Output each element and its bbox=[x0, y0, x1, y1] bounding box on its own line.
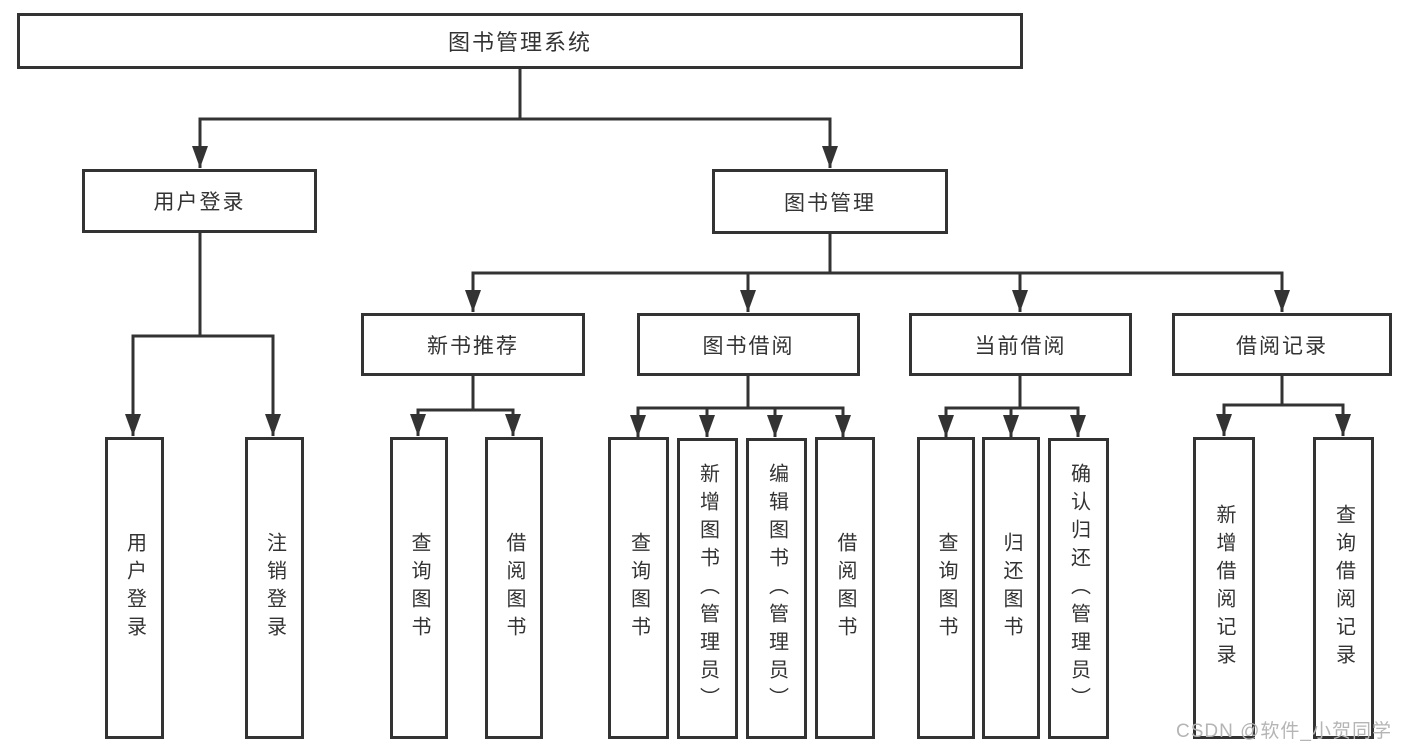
leaf-borrow-books-label: 借阅图书 bbox=[834, 532, 856, 644]
leaf-query-books-recommend: 查询图书 bbox=[390, 437, 448, 739]
leaf-add-borrow-record: 新增借阅记录 bbox=[1193, 437, 1255, 739]
leaf-confirm-return-admin-label: 确认归还（管理员） bbox=[1067, 462, 1090, 715]
node-new-book-recommend-label: 新书推荐 bbox=[427, 334, 519, 358]
csdn-watermark: CSDN @软件_小贺同学 bbox=[1176, 721, 1392, 742]
leaf-query-books-current: 查询图书 bbox=[917, 437, 975, 739]
node-root-label: 图书管理系统 bbox=[447, 30, 592, 55]
leaf-query-books-borrow-label: 查询图书 bbox=[627, 532, 650, 644]
leaf-borrow-books-recommend-label: 借阅图书 bbox=[503, 532, 525, 644]
leaf-return-books: 归还图书 bbox=[982, 437, 1040, 739]
leaf-user-login-label: 用户登录 bbox=[123, 532, 146, 644]
leaf-edit-books-admin: 编辑图书（管理员） bbox=[746, 438, 807, 739]
leaf-edit-books-admin-label: 编辑图书（管理员） bbox=[765, 462, 788, 715]
node-user-login-label: 用户登录 bbox=[153, 191, 246, 214]
node-book-management: 图书管理 bbox=[712, 169, 948, 234]
node-borrow-records: 借阅记录 bbox=[1172, 313, 1392, 376]
node-borrow-records-label: 借阅记录 bbox=[1236, 334, 1328, 358]
leaf-return-books-label: 归还图书 bbox=[1000, 532, 1022, 644]
node-root: 图书管理系统 bbox=[17, 13, 1023, 69]
connector-arrows bbox=[125, 119, 1351, 437]
leaf-add-books-admin-label: 新增图书（管理员） bbox=[696, 462, 719, 715]
leaf-logout: 注销登录 bbox=[245, 437, 304, 739]
node-user-login: 用户登录 bbox=[82, 169, 317, 233]
node-book-borrow-label: 图书借阅 bbox=[702, 334, 795, 358]
leaf-query-borrow-record-label: 查询借阅记录 bbox=[1332, 504, 1355, 672]
leaf-query-books-borrow: 查询图书 bbox=[608, 437, 669, 739]
leaf-query-books-current-label: 查询图书 bbox=[935, 532, 957, 644]
leaf-user-login: 用户登录 bbox=[105, 437, 164, 739]
leaf-borrow-books: 借阅图书 bbox=[815, 437, 875, 739]
node-new-book-recommend: 新书推荐 bbox=[361, 313, 585, 376]
leaf-add-books-admin: 新增图书（管理员） bbox=[677, 438, 738, 739]
node-current-borrow-label: 当前借阅 bbox=[974, 334, 1067, 358]
node-book-borrow: 图书借阅 bbox=[637, 313, 860, 376]
leaf-add-borrow-record-label: 新增借阅记录 bbox=[1213, 504, 1235, 672]
leaf-query-borrow-record: 查询借阅记录 bbox=[1313, 437, 1374, 739]
node-book-management-label: 图书管理 bbox=[784, 191, 876, 215]
leaf-logout-label: 注销登录 bbox=[263, 532, 286, 644]
leaf-borrow-books-recommend: 借阅图书 bbox=[485, 437, 543, 739]
leaf-query-books-recommend-label: 查询图书 bbox=[408, 532, 430, 644]
node-current-borrow: 当前借阅 bbox=[909, 313, 1132, 376]
leaf-confirm-return-admin: 确认归还（管理员） bbox=[1048, 438, 1109, 739]
